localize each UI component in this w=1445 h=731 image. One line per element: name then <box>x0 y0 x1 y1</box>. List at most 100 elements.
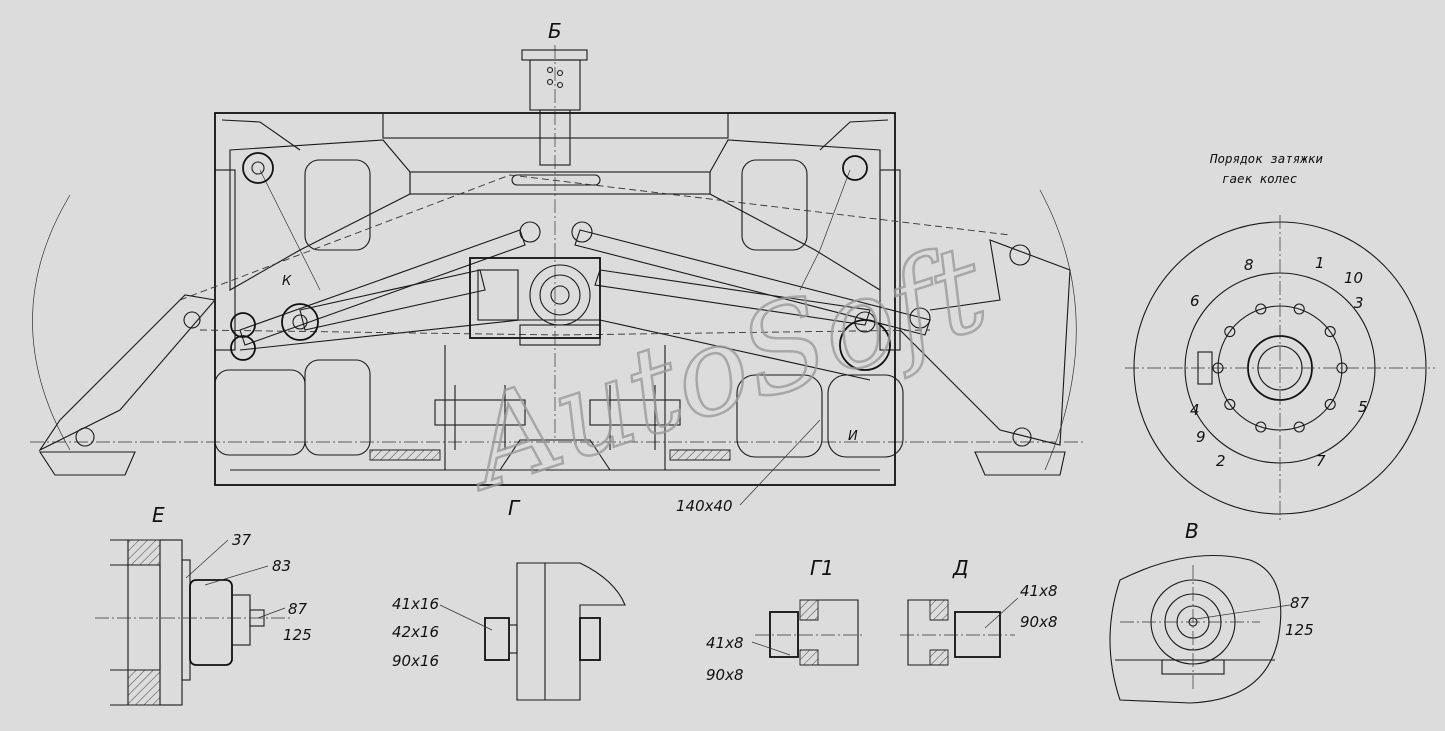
left-foot <box>38 451 136 476</box>
e-leader-37 <box>185 539 229 579</box>
dim-g1-90x8: 90x8 <box>706 666 744 684</box>
right-sweep-arc <box>1039 189 1077 471</box>
right-boom-pin <box>1009 244 1031 266</box>
view-label-k: К <box>282 274 292 289</box>
right-top-edge <box>819 119 889 151</box>
pivot-arm-right-upper <box>854 311 876 333</box>
g1-hatch-bottom <box>799 649 819 666</box>
dim-e-83: 83 <box>272 557 291 575</box>
nut-label-10: 10 <box>1344 269 1363 287</box>
tyre-top-left <box>304 159 371 251</box>
hidden-boom-line <box>179 174 1011 301</box>
pivot-arm-left-inner <box>292 314 308 330</box>
bolt-4 <box>556 81 564 89</box>
tyre-bottom-right <box>736 374 823 458</box>
e-nut <box>189 579 233 666</box>
right-link-rod <box>799 169 851 291</box>
wheel-nut <box>1224 326 1236 338</box>
g-leader <box>439 604 493 631</box>
pivot-top-right <box>842 155 868 181</box>
dim-e-87: 87 <box>288 600 308 618</box>
g-nut <box>579 617 601 661</box>
top-cross-member <box>382 112 729 139</box>
e-hatch-bottom <box>127 669 161 706</box>
tyre-top-right <box>741 159 808 251</box>
d-nut <box>954 611 1001 658</box>
detail-view-g: Г 41x16 42x16 90x16 <box>392 496 626 701</box>
e-hatch-top <box>127 539 161 566</box>
g1-leader <box>751 641 791 656</box>
view-label-g: Г <box>508 496 521 520</box>
dim-e-125: 125 <box>283 626 312 644</box>
hidden-axis-line <box>199 329 931 336</box>
g-bolt-head <box>484 617 510 661</box>
wheel-nut <box>1324 398 1336 410</box>
dim-g-41x16: 41x16 <box>392 595 439 613</box>
pivot-center-right <box>571 221 593 243</box>
right-clamp-bar <box>589 399 681 426</box>
left-cylinder <box>299 269 486 331</box>
wheel-nut <box>1255 303 1267 315</box>
e-leader-83 <box>204 565 269 586</box>
e-plate-inner <box>110 564 161 671</box>
wheel-nut <box>1324 326 1336 338</box>
wheel-order-title-2: гаек колес <box>1222 171 1297 186</box>
wheel-order-title-1: Порядок затяжки <box>1209 151 1323 166</box>
left-boom-pin <box>183 311 201 329</box>
bolt-3 <box>546 78 554 86</box>
nut-label-8: 8 <box>1244 256 1254 274</box>
nut-label-3: 3 <box>1354 294 1364 312</box>
nut-label-9: 9 <box>1196 428 1206 446</box>
dim-g-42x16: 42x16 <box>392 623 439 641</box>
ground-hatch-1 <box>369 449 441 461</box>
dim-d-90x8: 90x8 <box>1020 613 1058 631</box>
wheel-valve <box>1197 351 1213 385</box>
left-arm-upper <box>239 229 526 346</box>
pivot-top-left-inner <box>251 161 265 175</box>
e-plate-edge <box>110 539 129 706</box>
bolt-2 <box>556 69 564 77</box>
wheel-nut <box>1336 362 1348 374</box>
dim-e-37: 37 <box>232 531 252 549</box>
wheel-order-view: Порядок затяжки гаек колес 1 2 3 4 5 6 7… <box>1125 151 1435 520</box>
watermark-logo: AutoSoft <box>444 219 1003 519</box>
detail-view-v: В 87 125 <box>1109 519 1314 704</box>
right-cylinder <box>594 269 871 326</box>
g1-nut <box>769 611 799 658</box>
g1-hatch-top <box>799 599 819 621</box>
valve-block <box>477 269 519 321</box>
post-cap <box>521 49 588 61</box>
leader-140x40 <box>739 419 821 506</box>
dim-g-90x16: 90x16 <box>392 652 439 670</box>
d-leader <box>984 597 1019 629</box>
pivot-mid-left <box>230 312 256 338</box>
wheel-nut <box>1212 362 1224 374</box>
wheel-nuts <box>1212 303 1348 433</box>
view-label-g1: Г1 <box>810 556 834 580</box>
main-view: Б К И 140x40 <box>30 19 1085 515</box>
d-plate <box>907 599 948 666</box>
lower-link <box>239 319 871 381</box>
g-plate <box>516 562 626 701</box>
gearbox-shaft <box>550 285 570 305</box>
view-label-e: Е <box>152 503 165 527</box>
tyre-outer-right <box>827 374 904 458</box>
e-flange <box>159 539 183 706</box>
nut-label-2: 2 <box>1216 452 1226 470</box>
right-foot <box>974 451 1066 476</box>
nut-label-7: 7 <box>1316 452 1326 470</box>
wheel-nut <box>1224 398 1236 410</box>
detail-view-d: Д 41x8 90x8 <box>900 556 1058 666</box>
left-foot-pin <box>75 427 95 447</box>
gearbox-housing <box>469 257 601 339</box>
left-clamp-bar <box>434 399 526 426</box>
dim-140x40: 140x40 <box>676 497 733 515</box>
pivot-far-right <box>909 307 931 329</box>
pivot-low-left <box>230 335 256 361</box>
pivot-top-left <box>242 152 274 184</box>
right-foot-pin <box>1012 427 1032 447</box>
ground-hatch-2 <box>669 449 731 461</box>
view-label-d: Д <box>952 556 969 580</box>
tyre-bottom-left <box>304 359 371 456</box>
